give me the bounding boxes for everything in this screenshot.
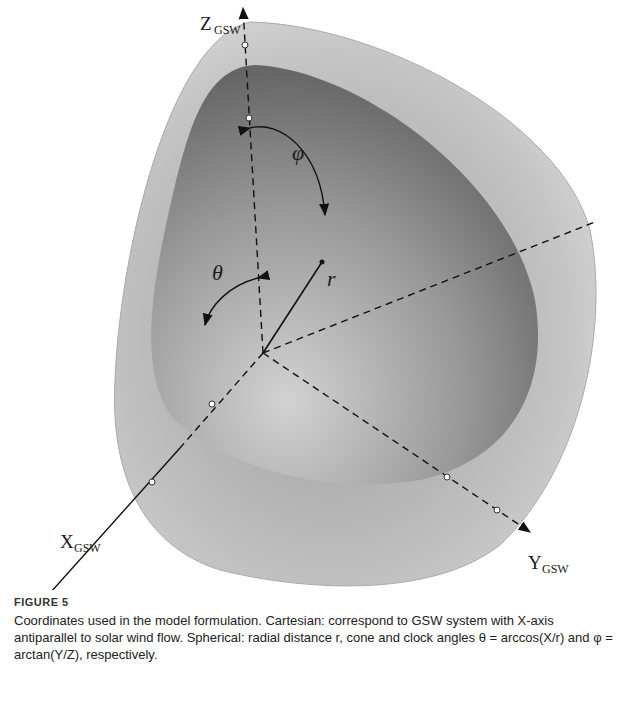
angle-symbol: θ [212,262,223,284]
outer-surface [114,22,596,586]
axis-markers [149,42,500,513]
radius-symbol: r [327,268,336,290]
reference-line [263,222,595,353]
angle-symbol: φ [292,142,304,164]
y-axis [263,353,530,532]
axis-letter: Z [200,14,212,33]
theta-arc [205,278,258,325]
figure-caption: Coordinates used in the model formulatio… [14,612,614,663]
axis-letter: X [60,532,74,551]
z-axis [243,8,263,353]
phi-arc [250,127,325,215]
axis-letter: Y [528,553,542,572]
x-axis [42,448,180,590]
axis-subscript: GSW [542,563,569,575]
axis-subscript: GSW [74,542,101,554]
x-axis-inner [180,353,263,448]
axis-subscript: GSW [214,24,241,36]
magnetosphere-illustration [0,0,639,590]
radius-line [263,262,322,353]
figure-number: FIGURE 5 [14,596,69,608]
inner-surface [151,65,538,484]
